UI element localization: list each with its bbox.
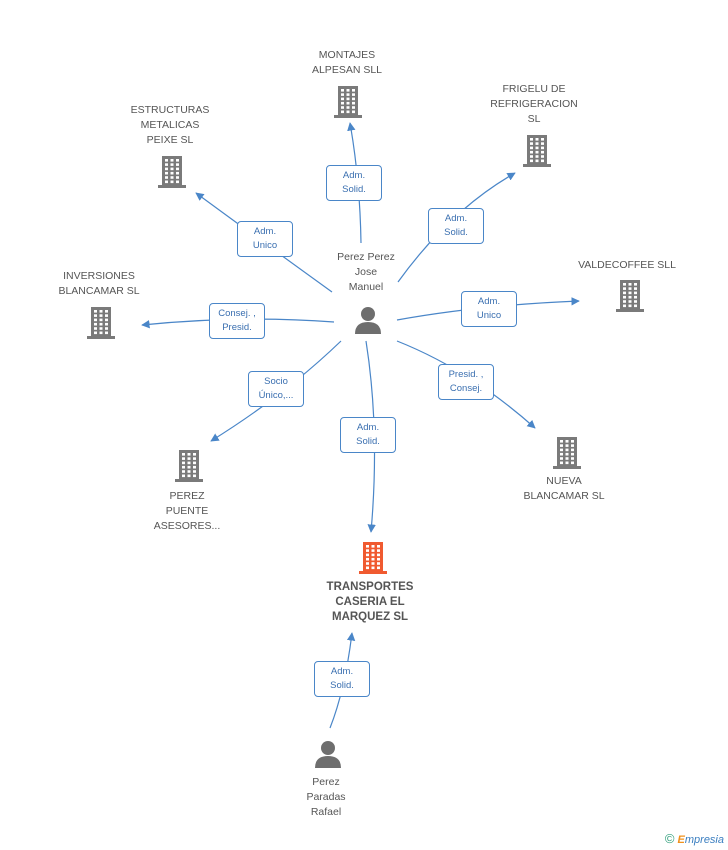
node-label: VALDECOFFEE SLL	[578, 258, 676, 271]
node-label: MONTAJES ALPESAN SLL	[311, 49, 383, 76]
building-icon[interactable]	[615, 279, 645, 318]
building-icon[interactable]	[358, 541, 388, 580]
node-inversiones[interactable]: INVERSIONES BLANCAMAR SL	[29, 269, 169, 299]
person-icon[interactable]	[353, 305, 383, 340]
brand-name: mpresia	[684, 834, 724, 846]
node-label: INVERSIONES BLANCAMAR SL	[58, 270, 140, 297]
person-icon[interactable]	[313, 739, 343, 774]
building-icon[interactable]	[552, 436, 582, 475]
relation-badge-nueva[interactable]: Presid. , Consej.	[438, 364, 494, 400]
node-label: Perez Perez Jose Manuel	[337, 250, 395, 293]
building-icon[interactable]	[333, 85, 363, 124]
relation-badge-valdecoffee[interactable]: Adm. Unico	[461, 291, 517, 327]
building-icon[interactable]	[157, 155, 187, 194]
empresia-footer: © Empresia	[665, 831, 724, 846]
relation-badge-frigelu[interactable]: Adm. Solid.	[428, 208, 484, 244]
building-icon[interactable]	[174, 449, 204, 488]
node-valdecoffee[interactable]: VALDECOFFEE SLL	[557, 258, 697, 273]
node-nueva[interactable]: NUEVA BLANCAMAR SL	[494, 474, 634, 504]
node-label: PEREZ PUENTE ASESORES...	[153, 489, 221, 532]
building-icon[interactable]	[522, 134, 552, 173]
relation-badge-montajes[interactable]: Adm. Solid.	[326, 165, 382, 201]
node-label: Perez Paradas Rafael	[306, 775, 346, 818]
node-montajes[interactable]: MONTAJES ALPESAN SLL	[277, 48, 417, 78]
node-label: TRANSPORTES CASERIA EL MARQUEZ SL	[326, 580, 414, 623]
relation-badge-transportes[interactable]: Adm. Solid.	[340, 417, 396, 453]
relation-badge-estructuras[interactable]: Adm. Unico	[237, 221, 293, 257]
copyright-symbol: ©	[664, 831, 675, 846]
node-estructuras[interactable]: ESTRUCTURAS METALICAS PEIXE SL	[100, 103, 240, 148]
relation-badge-perez_puente[interactable]: Socio Único,...	[248, 371, 304, 407]
node-perez_rafael[interactable]: Perez Paradas Rafael	[256, 775, 396, 820]
brand-initial: E	[677, 834, 685, 846]
building-icon[interactable]	[86, 306, 116, 345]
node-label: NUEVA BLANCAMAR SL	[523, 475, 605, 502]
node-frigelu[interactable]: FRIGELU DE REFRIGERACION SL	[464, 82, 604, 127]
node-transportes[interactable]: TRANSPORTES CASERIA EL MARQUEZ SL	[300, 580, 440, 625]
node-label: FRIGELU DE REFRIGERACION SL	[490, 82, 578, 125]
relation-badge-inversiones[interactable]: Consej. , Presid.	[209, 303, 265, 339]
relation-badge-transportes[interactable]: Adm. Solid.	[314, 661, 370, 697]
node-perez_puente[interactable]: PEREZ PUENTE ASESORES...	[117, 489, 257, 534]
node-perez_jose[interactable]: Perez Perez Jose Manuel	[296, 250, 436, 295]
node-label: ESTRUCTURAS METALICAS PEIXE SL	[130, 103, 210, 146]
